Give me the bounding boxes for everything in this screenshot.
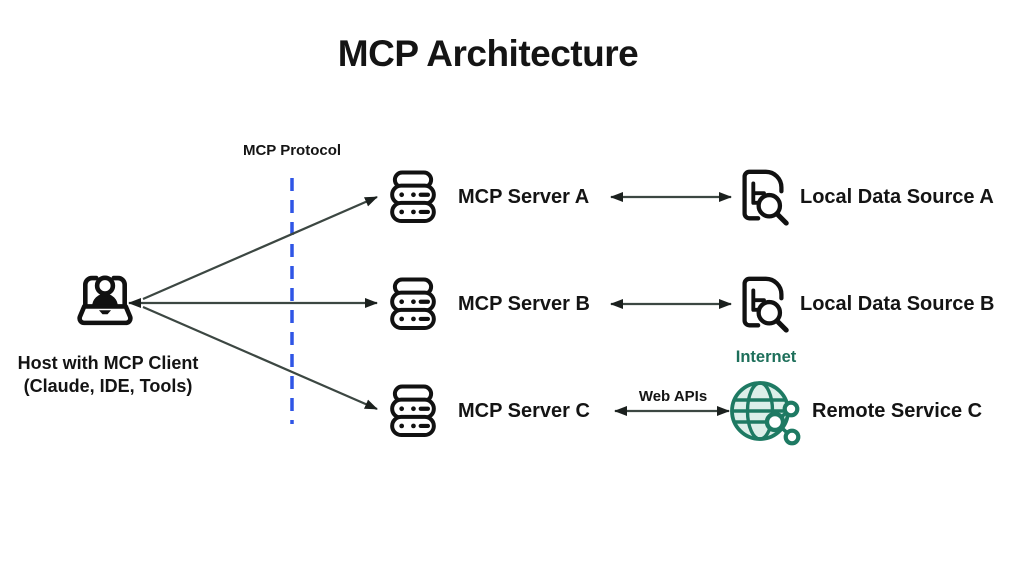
server-stack-icon xyxy=(390,384,436,438)
host-label-line2: (Claude, IDE, Tools) xyxy=(23,376,193,396)
web-apis-label: Web APIs xyxy=(638,388,708,405)
host-label: Host with MCP Client (Claude, IDE, Tools… xyxy=(18,352,199,398)
data-source-a-node xyxy=(732,165,794,229)
page-title: MCP Architecture xyxy=(337,33,639,74)
arrow-host-to-server-a xyxy=(142,195,378,301)
server-b-node xyxy=(384,275,442,333)
document-search-icon xyxy=(742,276,789,333)
document-search-icon xyxy=(742,169,789,226)
server-stack-icon xyxy=(390,170,436,224)
host-label-line1: Host with MCP Client xyxy=(17,353,199,373)
server-stack-icon xyxy=(390,277,436,331)
mcp-protocol-label: MCP Protocol xyxy=(242,142,342,159)
laptop-user-icon xyxy=(77,275,133,326)
host-node xyxy=(70,266,140,336)
server-a-node xyxy=(384,168,442,226)
arrow-host-to-server-c xyxy=(142,305,378,411)
globe-network-icon xyxy=(730,381,801,446)
data-source-b-label: Local Data Source B xyxy=(800,293,995,315)
internet-label: Internet xyxy=(735,348,797,366)
remote-service-label: Remote Service C xyxy=(812,400,983,422)
data-source-a-label: Local Data Source A xyxy=(800,186,994,208)
server-b-label: MCP Server B xyxy=(458,293,590,315)
server-c-node xyxy=(384,382,442,440)
data-source-b-node xyxy=(732,272,794,336)
server-a-label: MCP Server A xyxy=(458,186,590,208)
remote-service-node xyxy=(727,376,801,448)
server-c-label: MCP Server C xyxy=(458,400,590,422)
